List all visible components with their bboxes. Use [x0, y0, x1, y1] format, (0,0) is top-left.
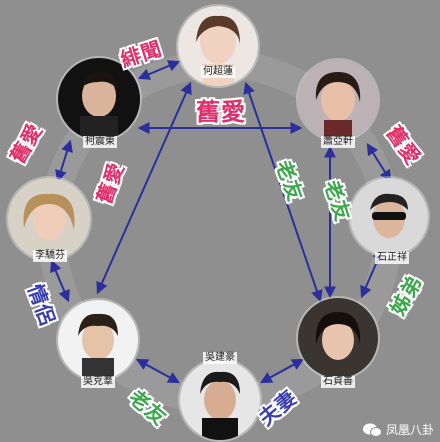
- arrow-he-wukq: [96, 81, 192, 295]
- arrow-hsiao-shizx: [366, 142, 392, 183]
- name-he-chao-lian: 何超蓮: [201, 66, 235, 78]
- name-ko-chen-tung: 柯震東: [83, 136, 117, 148]
- person-icon: [8, 178, 90, 260]
- portrait-ko-chen-tung: [58, 58, 140, 140]
- portrait-wu-jian-hao: [180, 360, 260, 440]
- person-icon: [58, 58, 140, 140]
- arrow-li-wukq: [50, 259, 70, 303]
- chat-bubble-icon: [362, 423, 382, 437]
- arrow-wujh-shizs: [259, 358, 305, 384]
- name-hsiao-ya-hsuan: 蕭亞軒: [321, 136, 355, 148]
- person-icon: [350, 178, 428, 256]
- relation-label-he-hsiao: 舊愛: [196, 97, 246, 126]
- watermark: 凤凰八卦: [362, 421, 434, 438]
- portrait-wu-ke-qun: [58, 300, 138, 380]
- name-shi-zheng-xiang: 石正祥: [375, 252, 409, 264]
- person-icon: [298, 298, 378, 378]
- portrait-shi-zhen-shan: [298, 298, 378, 378]
- name-wu-ke-qun: 吳克羣: [81, 376, 115, 388]
- arrow-he-shizs: [243, 81, 323, 303]
- person-icon: [180, 360, 260, 440]
- name-wu-jian-hao: 吳建豪: [203, 352, 237, 364]
- watermark-text: 凤凰八卦: [385, 423, 434, 437]
- arrow-wukq-wujh: [135, 358, 181, 384]
- arrow-ko-li: [55, 139, 73, 183]
- arrow-he-ko: [137, 60, 181, 80]
- portrait-li-chiao-fen: [8, 178, 90, 260]
- portrait-shi-zheng-xiang: [350, 178, 428, 256]
- person-icon: [298, 60, 378, 140]
- name-shi-zhen-shan: 石貞善: [321, 376, 355, 388]
- portrait-hsiao-ya-hsuan: [298, 60, 378, 140]
- name-li-chiao-fen: 李驕芬: [33, 250, 67, 262]
- person-icon: [58, 300, 138, 380]
